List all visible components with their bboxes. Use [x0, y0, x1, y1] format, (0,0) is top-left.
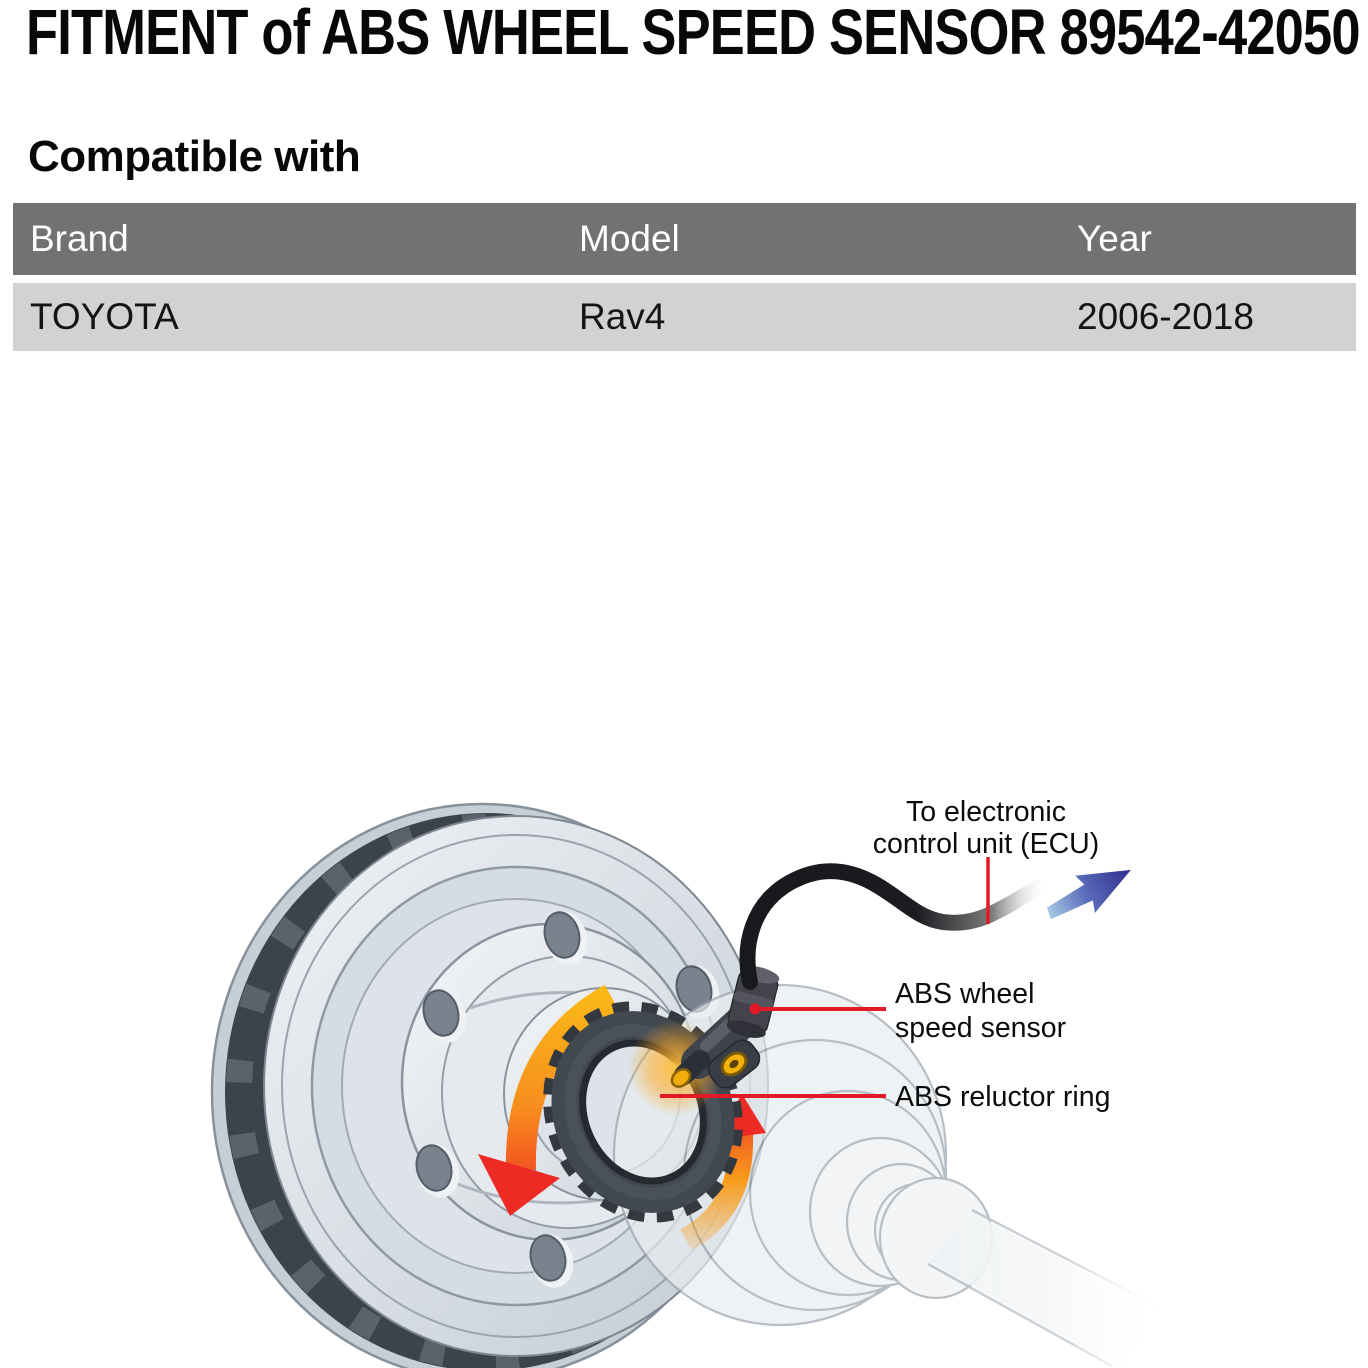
page-title: FITMENT of ABS WHEEL SPEED SENSOR 89542-… [26, 0, 1361, 68]
column-header-year: Year [1077, 218, 1152, 259]
signal-arrow-icon [1046, 869, 1131, 920]
sensor-tip [670, 1068, 692, 1088]
abs-wheel-speed-sensor [670, 966, 780, 1089]
label-ecu-line1: To electronic [906, 796, 1066, 828]
cell-year: 2006-2018 [1077, 296, 1254, 337]
sensor-cable [739, 863, 1048, 990]
rotation-arrow-left [478, 984, 620, 1216]
sensor-mount-tab [707, 1039, 761, 1089]
table-row: TOYOTA Rav4 2006-2018 [13, 283, 1356, 351]
cell-model: Rav4 [579, 296, 666, 337]
leader-lines [660, 857, 990, 1098]
label-reluctor: ABS reluctor ring [895, 1081, 1110, 1113]
label-sensor-line1: ABS wheel [895, 978, 1034, 1010]
label-sensor-line2: speed sensor [895, 1012, 1067, 1044]
diagram-labels: To electronic control unit (ECU) ABS whe… [873, 796, 1111, 1113]
sensor-connector [726, 966, 780, 1038]
compatibility-heading: Compatible with [28, 132, 361, 181]
leader-dot-sensor [749, 1003, 761, 1015]
cell-brand: TOYOTA [30, 296, 179, 337]
lug-holes [415, 911, 720, 1288]
label-ecu-line2: control unit (ECU) [873, 828, 1099, 860]
table-header-row: Brand Model Year [13, 203, 1356, 275]
column-header-model: Model [579, 218, 680, 259]
compatibility-table: Brand Model Year TOYOTA Rav4 2006-2018 [13, 203, 1356, 351]
column-header-brand: Brand [30, 218, 129, 259]
